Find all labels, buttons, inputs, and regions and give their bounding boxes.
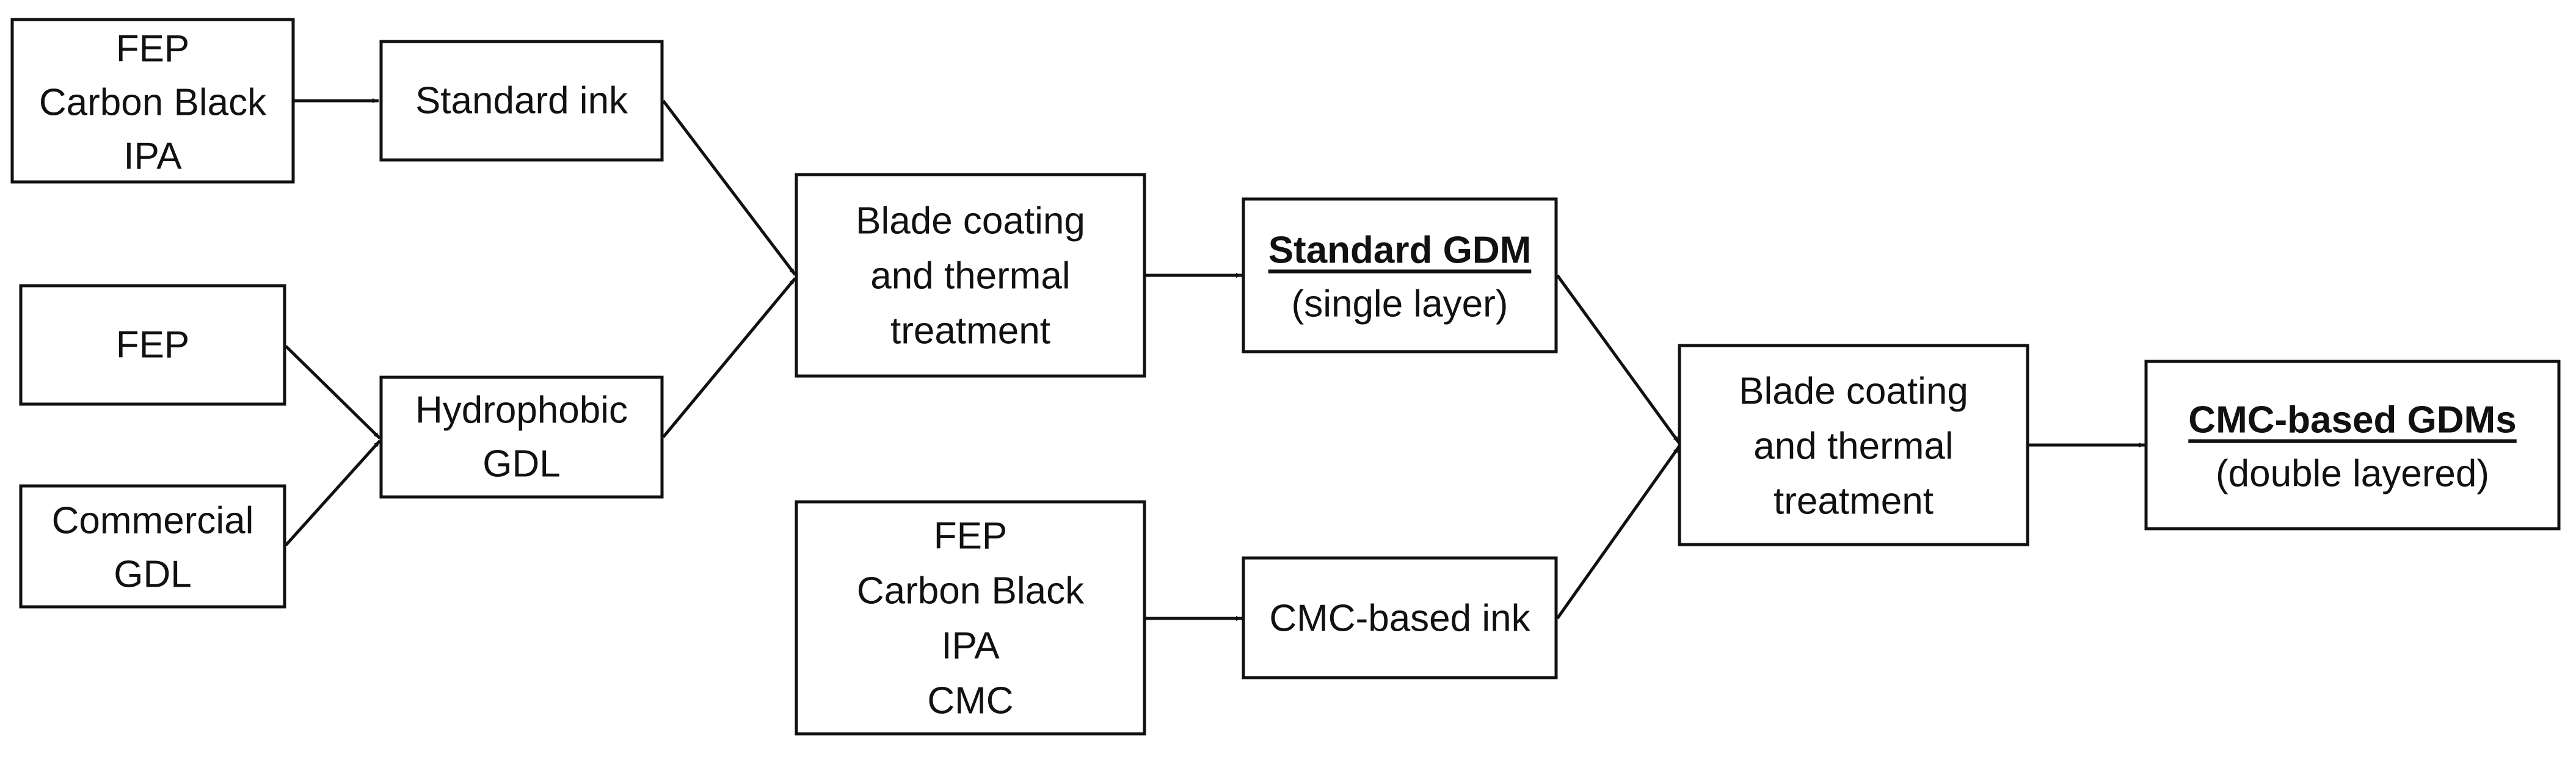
edge-hydrophobic-gdl-to-blade-coating-1 (662, 277, 796, 438)
node-label-line: CMC-based ink (1269, 598, 1530, 640)
node-fep: FEP (19, 284, 286, 406)
node-standard-gdm: Standard GDM (single layer) (1242, 197, 1558, 353)
node-label-line: treatment (1774, 480, 1934, 523)
node-label-line: Blade coating (1739, 371, 1968, 413)
node-label-line: IPA (941, 625, 1000, 667)
edge-cmc-ink-to-blade-coating-2 (1555, 446, 1681, 620)
node-cmc-ink-inputs: FEP Carbon Black IPA CMC (795, 500, 1146, 736)
node-label-line: treatment (890, 310, 1050, 352)
cmc-gdms-subtitle: (double layered) (2216, 453, 2489, 495)
node-blade-coating-2: Blade coating and thermal treatment (1678, 344, 2029, 546)
standard-gdm-title: Standard GDM (1268, 230, 1532, 272)
node-ink-inputs: FEP Carbon Black IPA (10, 18, 295, 184)
node-blade-coating-1: Blade coating and thermal treatment (795, 173, 1146, 378)
node-label-line: GDL (114, 554, 191, 596)
node-cmc-ink: CMC-based ink (1242, 556, 1558, 679)
node-label-line: Carbon Black (857, 570, 1085, 612)
standard-gdm-subtitle: (single layer) (1292, 283, 1508, 325)
node-label-line: Commercial (52, 500, 254, 542)
node-cmc-gdms: CMC-based GDMs (double layered) (2144, 360, 2561, 531)
node-standard-ink: Standard ink (379, 40, 664, 162)
edge-standard-ink-to-blade-coating-1 (662, 100, 796, 276)
node-label-line: Carbon Black (39, 82, 267, 124)
edges (285, 98, 2145, 621)
node-label-line: and thermal (870, 255, 1070, 297)
node-label-line: Standard ink (415, 80, 628, 122)
node-label-line: FEP (116, 324, 190, 366)
node-label-line: FEP (116, 28, 190, 70)
node-label-line: CMC (927, 680, 1013, 722)
edge-standard-gdm-to-blade-coating-2 (1555, 274, 1681, 444)
node-label-line: Hydrophobic (415, 389, 628, 432)
node-commercial-gdl: Commercial GDL (19, 484, 286, 609)
node-label-line: IPA (123, 136, 182, 178)
edge-commercial-gdl-to-hydrophobic-gdl (285, 440, 381, 546)
node-label-line: FEP (934, 515, 1008, 557)
node-label-line: Blade coating (856, 200, 1085, 242)
node-hydrophobic-gdl: Hydrophobic GDL (379, 375, 664, 499)
node-label-line: and thermal (1753, 426, 1953, 468)
cmc-gdms-title: CMC-based GDMs (2188, 399, 2516, 441)
node-label-line: GDL (482, 443, 560, 485)
edge-fep-to-hydrophobic-gdl (285, 345, 381, 440)
